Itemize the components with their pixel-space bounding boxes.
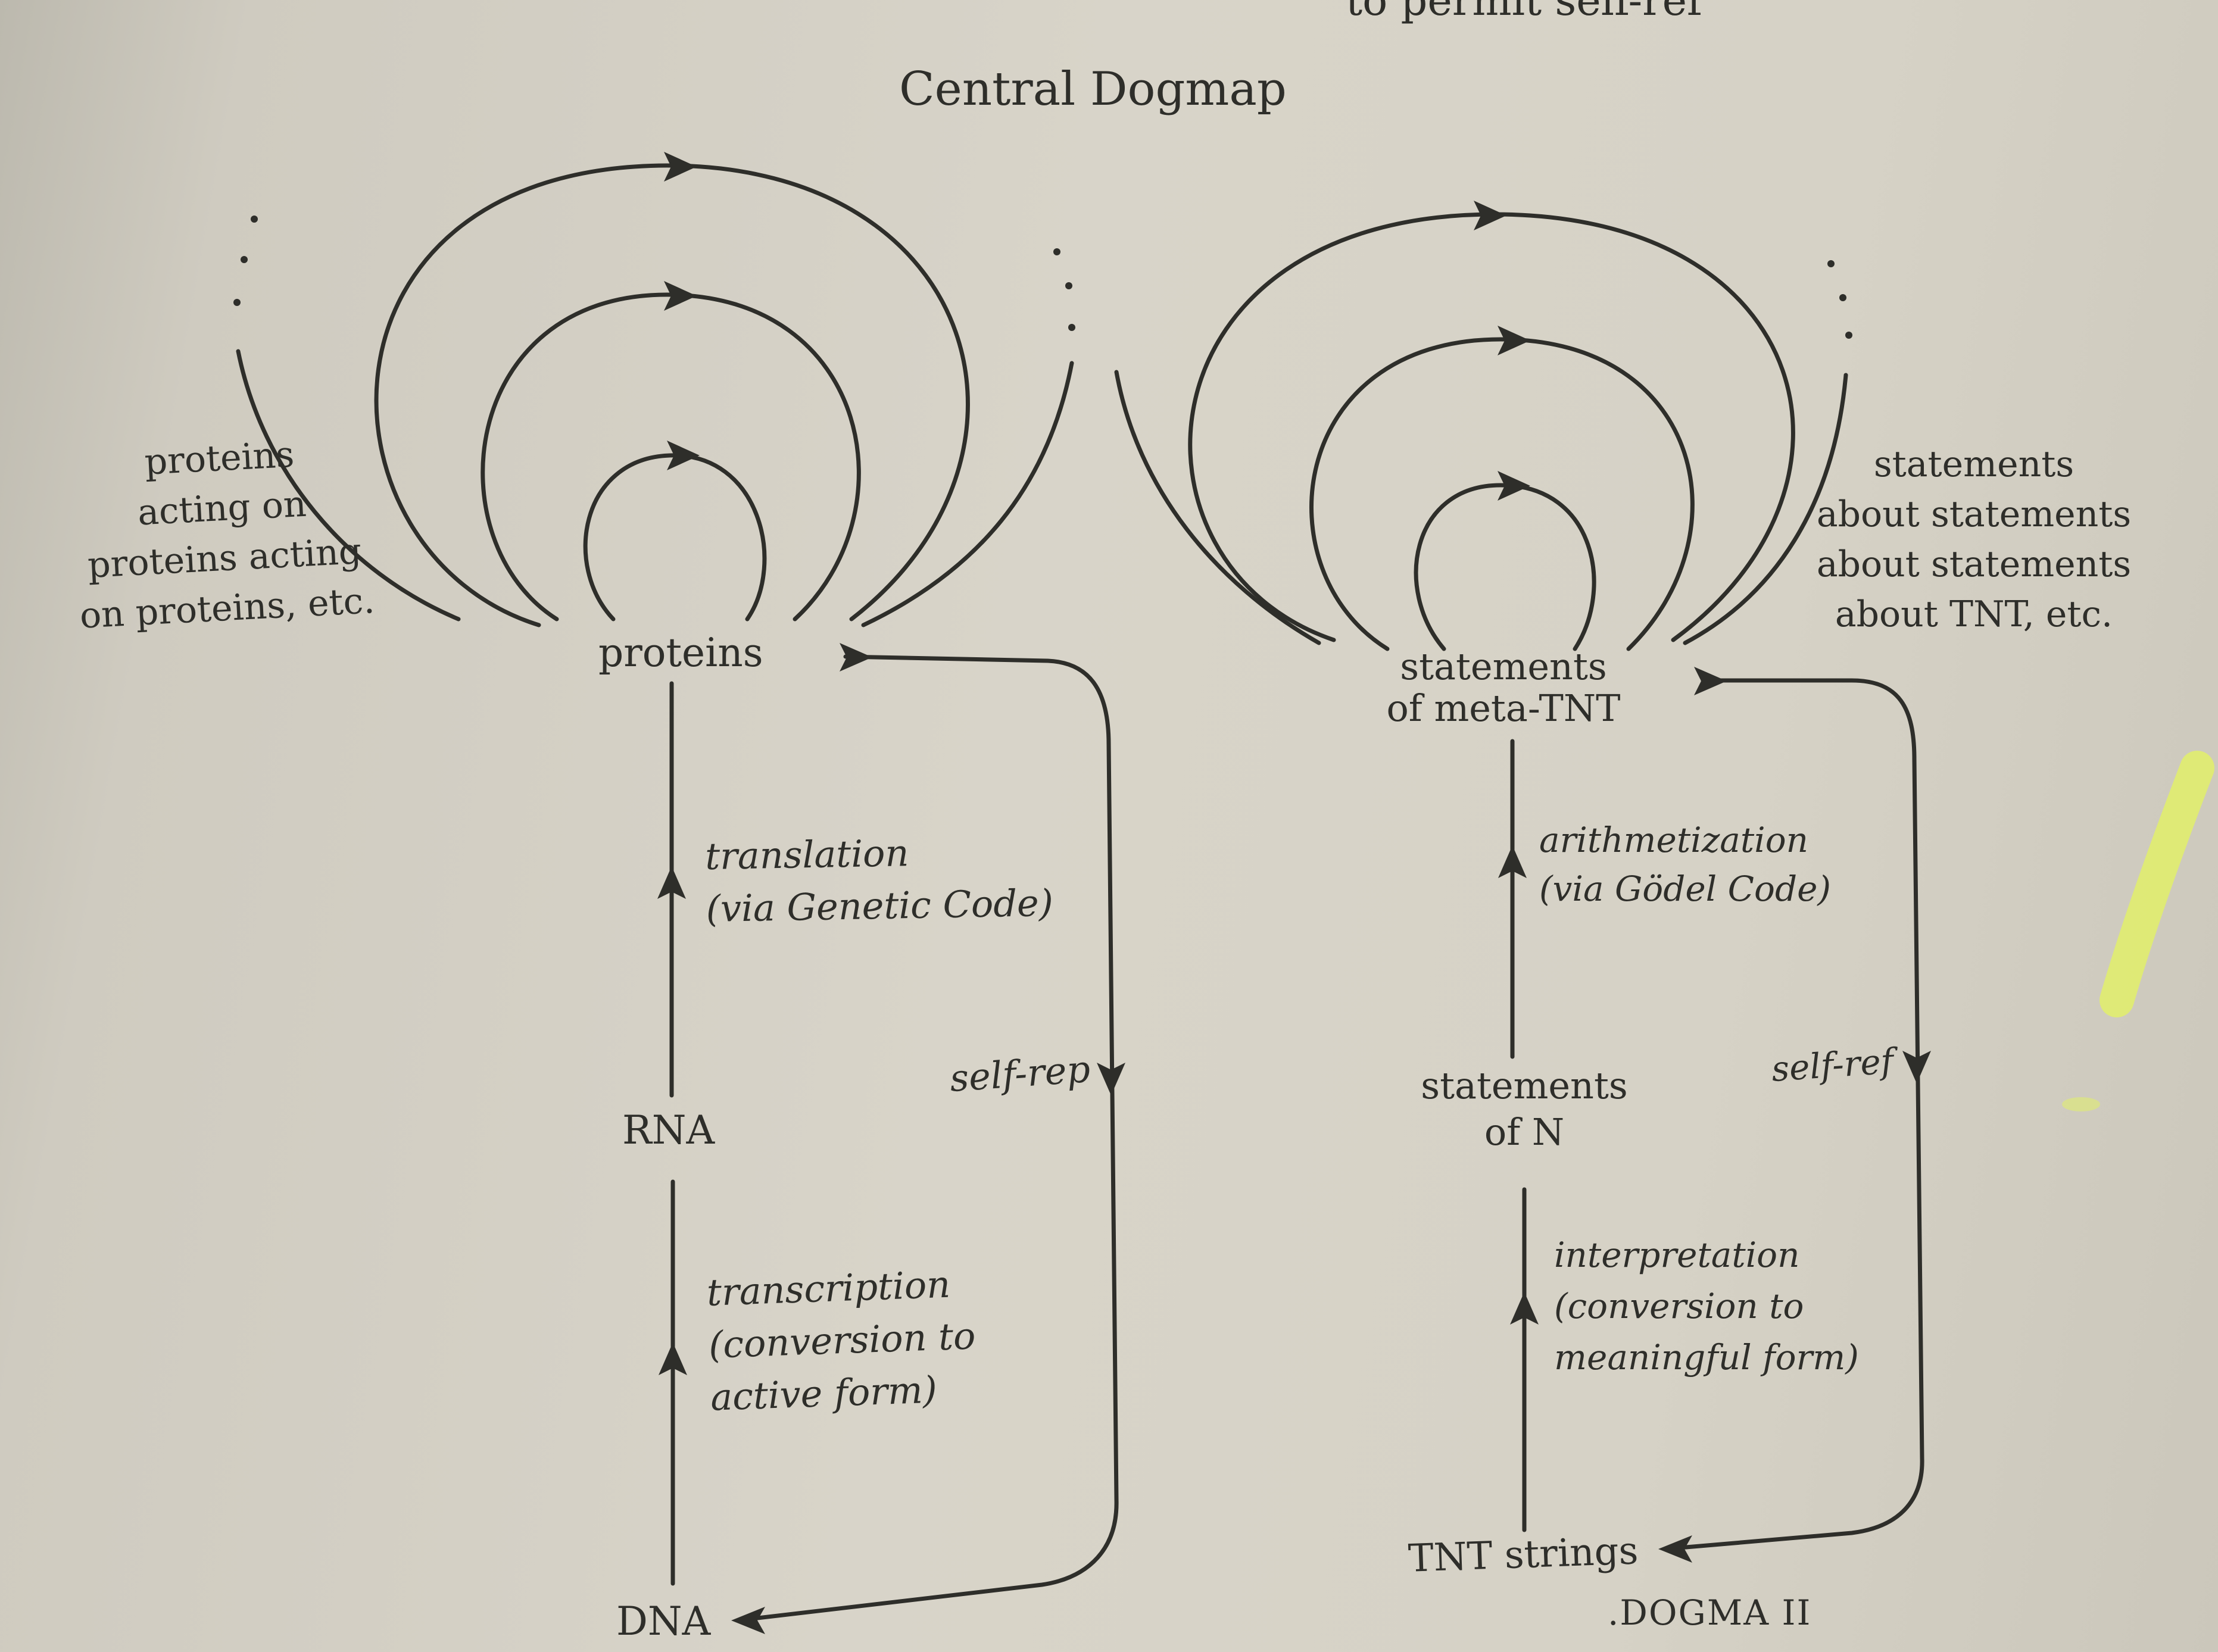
process-interpretation: interpretation (conversion to meaningful…: [1554, 1229, 1859, 1383]
interpretation-line-2: (conversion to: [1554, 1286, 1804, 1326]
process-transcription: transcription (conversion to active form…: [706, 1257, 978, 1423]
left-side-description: proteins acting on proteins acting on pr…: [49, 424, 398, 642]
node-tnt-strings: TNT strings: [1407, 1529, 1639, 1581]
right-arithmetization-arrowhead: [1498, 845, 1527, 878]
left-loop-outermost-left: [236, 349, 461, 622]
label-self-ref: self-ref: [1770, 1040, 1895, 1090]
right-interpretation-arrowhead: [1510, 1292, 1539, 1325]
right-ellipsis-dot-3: [1845, 332, 1852, 339]
right-self-loops: [1114, 201, 1852, 651]
left-loop-middle: [481, 292, 861, 622]
interpretation-line-3: meaningful form): [1554, 1337, 1859, 1378]
right-self-ref-arrowhead-top: [1694, 667, 1727, 695]
highlighter-dot: [2062, 1097, 2100, 1111]
right-ellipsis-dot-2: [1839, 294, 1846, 301]
transcription-line-1: transcription: [706, 1262, 952, 1314]
right-self-ref-loop: [1677, 678, 1924, 1550]
meta-tnt-line-2: of meta-TNT: [1386, 686, 1621, 730]
left-self-rep-arrowhead-bottom: [731, 1607, 765, 1634]
process-translation: translation (via Genetic Code): [705, 825, 1054, 935]
meta-tnt-line-1: statements: [1400, 645, 1607, 688]
node-rna: RNA: [622, 1107, 715, 1153]
node-statements-of-n: statements of N: [1393, 1063, 1655, 1156]
transcription-line-2: (conversion to: [707, 1314, 977, 1367]
translation-line-1: translation: [704, 831, 909, 879]
statements-of-n-line-1: statements: [1421, 1064, 1628, 1107]
right-loop-middle: [1309, 337, 1695, 651]
figure-caption: .DOGMA II: [1608, 1592, 1812, 1633]
right-loop-inner: [1414, 483, 1596, 651]
center-ellipsis-dot-1: [1053, 248, 1060, 255]
node-dna: DNA: [616, 1598, 711, 1644]
left-loop-middle-arrowhead: [664, 281, 697, 311]
right-loop-outer-arrowhead: [1474, 201, 1506, 230]
center-ellipsis-dot-2: [1065, 282, 1072, 289]
center-ellipsis-dot-3: [1068, 324, 1075, 331]
process-arithmetization: arithmetization (via Gödel Code): [1539, 816, 1831, 913]
left-loop-outer: [374, 163, 970, 627]
right-loop-outermost-left: [1114, 370, 1321, 645]
left-loop-outermost-right: [861, 361, 1074, 627]
translation-line-2: (via Genetic Code): [706, 880, 1054, 931]
left-loop-outer-arrowhead: [664, 152, 697, 182]
right-loop-outermost-right: [1683, 373, 1848, 645]
right-self-ref-arrowhead-bottom: [1658, 1535, 1692, 1563]
left-ellipsis-dot-2: [241, 256, 248, 263]
left-ellipsis-dot-3: [233, 299, 241, 306]
left-self-rep-arrowhead-mid: [1097, 1063, 1125, 1095]
left-self-rep-arrowhead-top: [840, 643, 872, 672]
left-translation-arrowhead: [657, 866, 686, 899]
right-side-line-2: about statements: [1816, 494, 2132, 535]
left-transcription-arrowhead: [659, 1342, 687, 1375]
right-side-line-1: statements: [1873, 444, 2074, 485]
transcription-line-3: active form): [709, 1367, 938, 1419]
right-side-line-4: about TNT, etc.: [1835, 594, 2113, 635]
right-loop-middle-arrowhead: [1498, 326, 1530, 355]
left-loop-inner-arrowhead: [667, 441, 700, 470]
diagram-title: Central Dogmap: [899, 63, 1287, 116]
right-loop-outer: [1188, 212, 1795, 642]
arithmetization-line-2: (via Gödel Code): [1539, 869, 1832, 909]
right-side-description: statements about statements about statem…: [1754, 439, 2194, 639]
left-loop-inner: [583, 453, 767, 622]
header-fragment: to permit self-ref: [1346, 0, 1702, 25]
node-statements-of-meta-tnt: statements of meta-TNT: [1370, 646, 1637, 729]
right-ellipsis-dot-1: [1827, 260, 1835, 267]
statements-of-n-line-2: of N: [1484, 1110, 1565, 1154]
left-self-loops: [233, 152, 1075, 627]
arithmetization-line-1: arithmetization: [1539, 820, 1808, 860]
node-proteins: proteins: [598, 630, 763, 676]
left-self-rep-loop: [745, 654, 1119, 1622]
right-loop-inner-arrowhead: [1498, 471, 1530, 501]
label-self-rep: self-rep: [948, 1047, 1092, 1101]
highlighter-mark: [2100, 751, 2214, 1017]
right-side-line-3: about statements: [1816, 544, 2132, 585]
left-ellipsis-dot-1: [251, 216, 258, 223]
right-self-ref-arrowhead-mid: [1902, 1051, 1931, 1083]
interpretation-line-1: interpretation: [1554, 1235, 1800, 1275]
